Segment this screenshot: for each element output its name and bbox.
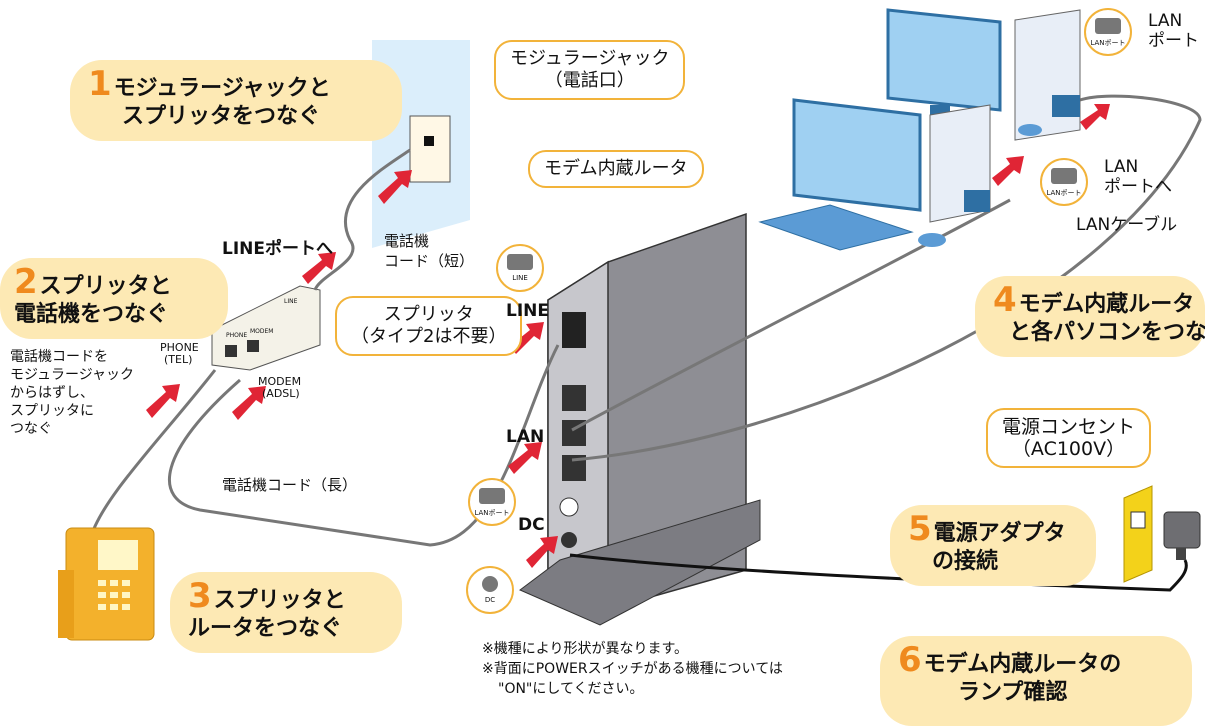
step-1-line2: スプリッタをつなぐ <box>122 104 321 129</box>
lan-label: LAN <box>506 427 545 447</box>
phone-tel-label-1: PHONE <box>160 341 199 354</box>
splitter-line-mark: LINE <box>284 298 298 305</box>
step-1-line1: モジュラージャックと <box>113 76 331 101</box>
pc-back <box>886 8 1081 141</box>
step-1-bubble: 1モジュラージャックと スプリッタをつなぐ <box>70 60 402 141</box>
splitter-phone-mark: PHONE <box>226 332 248 339</box>
lan-port-icon-pc1-caption: LANポート <box>1090 39 1126 47</box>
instruction-3: からはずし、 <box>10 385 94 401</box>
splitter-body <box>211 285 321 371</box>
instruction-2: モジュラージャック <box>10 367 135 383</box>
step-6-line1: モデム内蔵ルータの <box>923 652 1122 677</box>
arrow-phone <box>146 384 180 418</box>
dc-port-icon-caption: DC <box>484 596 496 604</box>
step-6-line2: ランプ確認 <box>958 680 1068 705</box>
step-5-bubble: 5電源アダプタ の接続 <box>890 505 1096 586</box>
arrow-pc2 <box>992 156 1024 186</box>
lan-port-icon-pc1: LANポート <box>1084 8 1132 56</box>
lan-port-icon: LANポート <box>468 478 516 526</box>
step-5-number: 5 <box>908 509 932 549</box>
arrow-jack <box>378 170 412 204</box>
modem-adsl-label-2: (ADSL) <box>262 387 300 400</box>
arrow-modem <box>232 386 266 420</box>
modem-adsl-label-1: MODEM <box>258 375 302 388</box>
lan-port-icon-pc2-caption: LANポート <box>1046 189 1082 197</box>
lan-port-2-label-a: LAN <box>1104 157 1139 177</box>
step-5-line2: の接続 <box>932 549 999 574</box>
jack-callout: モジュラージャック （電話口） <box>494 40 686 100</box>
dc-port-icon: DC <box>466 566 514 614</box>
step-3-line1: スプリッタと <box>213 588 346 613</box>
splitter-callout-line1: スプリッタ <box>383 304 474 325</box>
lan-cable-2 <box>571 94 1202 462</box>
lan-cable-label: LANケーブル <box>1076 215 1178 235</box>
step-3-line2: ルータをつなぐ <box>188 616 343 641</box>
outlet-callout: 電源コンセント （AC100V） <box>986 408 1152 468</box>
arrow-router-lan <box>508 442 542 474</box>
instruction-4: スプリッタに <box>10 403 94 419</box>
step-1-number: 1 <box>88 64 112 104</box>
arrow-router-dc <box>526 536 558 568</box>
step-3-bubble: 3スプリッタと ルータをつなぐ <box>170 572 402 653</box>
note-3: "ON"にしてください。 <box>498 681 644 697</box>
modular-jack <box>409 115 451 183</box>
step-2-number: 2 <box>14 262 38 302</box>
step-6-number: 6 <box>898 640 922 680</box>
step-4-bubble: 4モデム内蔵ルータ と各パソコンをつなぐ <box>975 276 1205 357</box>
keyboard <box>758 204 914 251</box>
note-2: ※背面にPOWERスイッチがある機種については <box>482 661 783 677</box>
long-cord-label: 電話機コード（長） <box>222 476 358 494</box>
splitter-callout: スプリッタ （タイプ2は不要） <box>335 296 523 356</box>
step-4-line1: モデム内蔵ルータ <box>1018 292 1195 317</box>
step-5-line1: 電源アダプタ <box>933 521 1066 546</box>
step-4-number: 4 <box>993 280 1017 320</box>
lan-cable-1 <box>571 198 1011 432</box>
lan-port-1-label-b: ポート <box>1148 31 1199 51</box>
mouse <box>918 233 946 247</box>
short-cord-label-1: 電話機 <box>384 232 430 250</box>
cord-jack-splitter <box>313 148 411 291</box>
router-callout-line1: モデム内蔵ルータ <box>544 158 688 179</box>
wiring-diagram <box>58 8 1202 641</box>
phone-tel-label-2: (TEL) <box>164 353 193 366</box>
lan-port-2-label-b: ポートへ <box>1104 177 1172 197</box>
lan-port-1-label-a: LAN <box>1148 11 1183 31</box>
cord-phone-splitter <box>88 369 217 541</box>
step-6-bubble: 6モデム内蔵ルータの ランプ確認 <box>880 636 1192 726</box>
dc-label: DC <box>518 515 545 535</box>
note-1: ※機種により形状が異なります。 <box>482 641 689 657</box>
pc-front <box>758 98 1042 251</box>
cord-long-modem <box>167 344 560 547</box>
splitter-modem-mark: MODEM <box>250 328 274 335</box>
jack-callout-line1: モジュラージャック <box>510 48 670 69</box>
line-port-icon: LINE <box>496 244 544 292</box>
instruction-5: つなぐ <box>10 421 52 437</box>
router-callout: モデム内蔵ルータ <box>528 150 704 188</box>
splitter-callout-line2: （タイプ2は不要） <box>351 326 507 347</box>
step-3-number: 3 <box>188 576 212 616</box>
lan-port-icon-caption: LANポート <box>474 509 510 517</box>
ac-adapter <box>1163 511 1201 560</box>
step-4-line2: と各パソコンをつなぐ <box>1009 320 1205 345</box>
step-2-line2: 電話機をつなぐ <box>14 302 169 327</box>
arrow-pc1 <box>1080 104 1110 130</box>
power-outlet <box>1123 485 1153 583</box>
outlet-callout-line2: （AC100V） <box>1011 438 1126 460</box>
jack-callout-line2: （電話口） <box>544 70 635 91</box>
short-cord-label-2: コード（短） <box>384 252 475 270</box>
step-2-bubble: 2スプリッタと 電話機をつなぐ <box>0 258 228 339</box>
outlet-callout-line1: 電源コンセント <box>1002 416 1136 438</box>
lan-port-icon-pc2: LANポート <box>1040 158 1088 206</box>
instruction-1: 電話機コードを <box>10 349 108 365</box>
step-2-line1: スプリッタと <box>39 274 172 299</box>
line-label: LINE <box>506 301 549 321</box>
line-port-label: LINEポートへ <box>222 239 333 259</box>
line-port-icon-caption: LINE <box>512 274 528 282</box>
arrow-line-port <box>302 252 336 284</box>
